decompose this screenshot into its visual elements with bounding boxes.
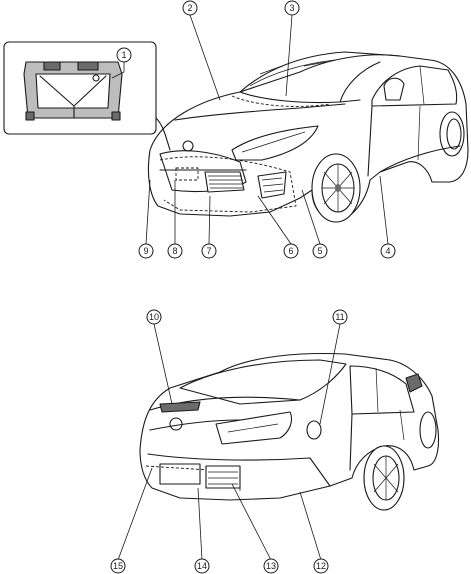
callout-12: 12 [313, 558, 329, 574]
callout-8: 8 [167, 243, 183, 259]
svg-text:4: 4 [385, 246, 390, 256]
svg-text:13: 13 [266, 561, 276, 571]
svg-text:5: 5 [317, 246, 322, 256]
svg-text:9: 9 [143, 246, 148, 256]
rear-car-illustration [139, 352, 440, 511]
callout-5: 5 [312, 243, 328, 259]
svg-text:8: 8 [172, 246, 177, 256]
callout-3: 3 [284, 0, 300, 16]
callout-7: 7 [201, 243, 217, 259]
callout-2: 2 [182, 0, 198, 16]
callout-9: 9 [138, 243, 154, 259]
callout-13: 13 [263, 558, 279, 574]
callout-1: 1 [116, 47, 132, 63]
callout-15: 15 [110, 558, 126, 574]
svg-text:10: 10 [149, 312, 159, 322]
svg-text:12: 12 [316, 561, 326, 571]
callout-11: 11 [332, 309, 348, 325]
leader-lines [111, 14, 389, 561]
svg-text:11: 11 [335, 312, 344, 322]
front-car-illustration [147, 51, 469, 223]
radiator-support-drawing [23, 61, 123, 121]
callout-10: 10 [146, 309, 162, 325]
callout-4: 4 [380, 243, 396, 259]
callout-6: 6 [283, 243, 299, 259]
inset-detail-frame [3, 41, 171, 151]
svg-text:1: 1 [121, 50, 126, 60]
svg-text:3: 3 [289, 3, 294, 13]
svg-text:15: 15 [113, 561, 123, 571]
svg-text:14: 14 [197, 561, 207, 571]
svg-text:2: 2 [187, 3, 192, 13]
callout-14: 14 [194, 558, 210, 574]
svg-text:6: 6 [288, 246, 293, 256]
svg-text:7: 7 [206, 246, 211, 256]
